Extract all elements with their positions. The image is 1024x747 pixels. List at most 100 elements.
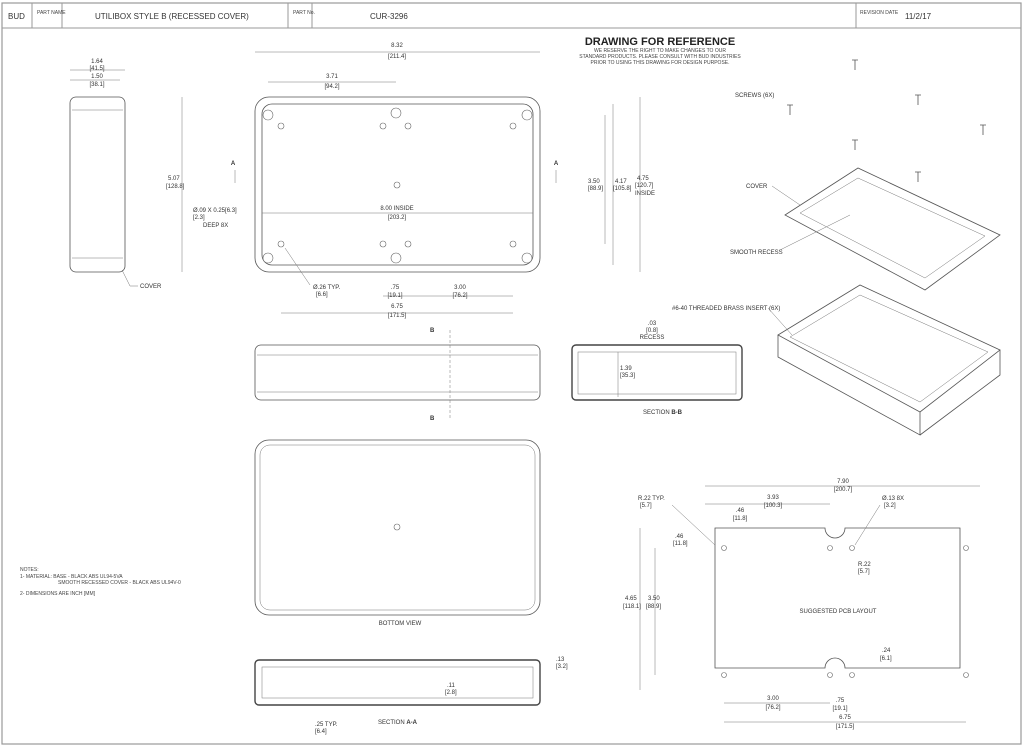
dim: .75 (836, 698, 845, 704)
dim: 3.93 (767, 495, 779, 501)
dim: INSIDE (635, 191, 655, 197)
front-view: B B (254, 328, 541, 422)
dim: .03 (648, 321, 657, 327)
part-no-label: PART No. (293, 10, 315, 16)
section-a-marker: A (554, 161, 559, 167)
revision-date-label: REVISION DATE (860, 10, 899, 16)
dim: .46 (736, 508, 745, 514)
section-a-marker: A (231, 161, 236, 167)
side-view: 1.64 [41.5] 1.50 [38.1] COVER (69, 59, 162, 290)
section-b-marker: B (430, 328, 435, 334)
callout-cover: COVER (140, 284, 162, 290)
screw-icons (787, 59, 986, 182)
dim: [11.8] (733, 516, 748, 522)
section-b-marker: B (430, 416, 435, 422)
bud-logo: BUD (8, 12, 25, 21)
dim: [76.2] (452, 293, 467, 299)
dim: 4.17 (615, 179, 627, 185)
dim: [19.1] (832, 706, 847, 712)
dim: [41.5] (89, 66, 104, 72)
dim: .75 (391, 285, 400, 291)
dim: [19.1] (387, 293, 402, 299)
dim: [128.8] (166, 184, 185, 190)
section-b-label: SECTION B-B (643, 410, 683, 416)
dim: 3.00 (454, 285, 466, 291)
callout-screws: SCREWS (6X) (735, 93, 774, 99)
note-1b: SMOOTH RECESSED COVER - BLACK ABS UL94V-… (58, 580, 181, 586)
dim: 8.32 (391, 43, 403, 49)
dim: 4.65 (625, 596, 637, 602)
dim: [118.1] (623, 604, 641, 610)
reference-notice: DRAWING FOR REFERENCE WE RESERVE THE RIG… (579, 36, 741, 66)
dim: 3.71 (326, 74, 338, 80)
note-2: 2- DIMENSIONS ARE INCH [MM] (20, 591, 96, 597)
bottom-view: BOTTOM VIEW (254, 439, 541, 627)
dim: [94.2] (324, 84, 339, 90)
section-b-b: .03 [0.8] RECESS 1.39 [35.3] SECTION B-B (571, 321, 743, 416)
top-view: 8.32 [211.4] 3.71 [94.2] 5.07 [128.8] 3.… (166, 43, 655, 319)
dim: .24 (882, 648, 891, 654)
dim: 3.50 (648, 596, 660, 602)
dim: 6.75 (839, 715, 851, 721)
dim: 1.50 (91, 74, 103, 80)
dim: [200.7] (834, 487, 853, 493)
section-a-a: .13 [3.2] .11 [2.8] .25 TYP. [6.4] SECTI… (254, 657, 568, 735)
dim: [35.3] (620, 373, 635, 379)
dim: [203.2] (388, 215, 407, 221)
pcb-layout: 7.90 [200.7] 3.93 [100.3] .46 [11.8] R.2… (623, 479, 980, 730)
dim: R.22 (858, 562, 871, 568)
notes: NOTES: 1- MATERIAL: BASE - BLACK ABS UL9… (20, 567, 181, 597)
part-name-label: PART NAME (37, 10, 66, 16)
dim: [105.8] (613, 186, 632, 192)
title-block: BUD PART NAME UTILIBOX STYLE B (RECESSED… (2, 3, 1021, 29)
dim: 3.50 (588, 179, 600, 185)
notice-heading: DRAWING FOR REFERENCE (585, 36, 735, 48)
dim: [0.8] (646, 328, 658, 334)
dim: [11.8] (673, 541, 688, 547)
dim: [88.9] (588, 186, 603, 192)
dim: 7.90 (837, 479, 849, 485)
dim: .13 (556, 657, 565, 663)
dim: 1.39 (620, 366, 632, 372)
dim: [171.5] (836, 724, 855, 730)
dim: [3.2] (556, 664, 568, 670)
part-name: UTILIBOX STYLE B (RECESSED COVER) (95, 12, 249, 21)
dim: 3.00 (767, 696, 779, 702)
dim: [6.4] (315, 729, 327, 735)
bottom-view-label: BOTTOM VIEW (379, 621, 422, 627)
pcb-layout-label: SUGGESTED PCB LAYOUT (800, 609, 877, 615)
dim: RECESS (640, 335, 665, 341)
dim: [6.6] (316, 292, 328, 298)
dim: [5.7] (858, 569, 870, 575)
dim: [6.1] (880, 656, 892, 662)
dim: [120.7] (635, 183, 654, 189)
section-a-label: SECTION A-A (378, 720, 418, 726)
dim: [3.2] (884, 503, 896, 509)
note-1: 1- MATERIAL: BASE - BLACK ABS UL94-5VA (20, 574, 123, 580)
dim: .25 TYP. (315, 722, 338, 728)
dim: Ø.09 X 0.25[6.3] (193, 208, 237, 214)
dim: [38.1] (89, 82, 104, 88)
dim: .11 (447, 683, 456, 689)
dim: [76.2] (765, 705, 780, 711)
dim: 1.64 (91, 59, 103, 65)
dim: [211.4] (388, 54, 406, 60)
notice-line: WE RESERVE THE RIGHT TO MAKE CHANGES TO … (594, 48, 726, 54)
dim: 5.07 (168, 176, 180, 182)
callout-cover: COVER (746, 184, 768, 190)
dim: [88.9] (646, 604, 661, 610)
isometric-view: SCREWS (6X) COVER SMOOTH RECESS #6-40 TH… (672, 59, 1001, 436)
callout-brass-insert: #6-40 THREADED BRASS INSERT (6X) (672, 306, 780, 312)
dim: 4.75 (637, 176, 649, 182)
notice-line: PRIOR TO USING THIS DRAWING FOR DESIGN P… (591, 60, 730, 66)
dim: [171.5] (388, 313, 407, 319)
dim: [2.8] (445, 690, 457, 696)
dim: [2.3] (193, 215, 205, 221)
dim: [100.3] (764, 503, 783, 509)
notes-heading: NOTES: (20, 567, 39, 573)
revision-date: 11/2/17 (905, 12, 932, 21)
notice-line: STANDARD PRODUCTS. PLEASE CONSULT WITH B… (579, 54, 741, 60)
callout-smooth-recess: SMOOTH RECESS (730, 250, 783, 256)
